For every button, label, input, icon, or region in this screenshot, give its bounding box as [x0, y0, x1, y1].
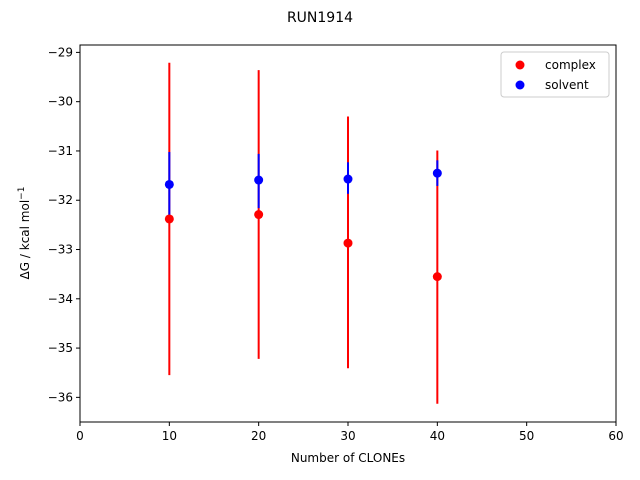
solvent-point	[432, 168, 442, 178]
legend-label-solvent: solvent	[545, 78, 589, 92]
y-tick-label: −36	[48, 390, 73, 404]
complex-point	[164, 214, 174, 224]
y-axis-label-main: ΔG / kcal mol	[18, 200, 32, 280]
y-tick-label: −34	[48, 292, 73, 306]
chart-title: RUN1914	[287, 10, 353, 26]
data-markers	[164, 168, 442, 282]
y-axis-label-group: ΔG / kcal mol−1	[17, 187, 32, 280]
solvent-point	[343, 174, 353, 184]
x-tick-label: 40	[430, 429, 445, 443]
x-tick-label: 20	[251, 429, 266, 443]
x-tick-label: 60	[608, 429, 623, 443]
y-tick-label: −30	[48, 95, 73, 109]
solvent-point	[254, 175, 264, 185]
x-tick-label: 0	[76, 429, 84, 443]
y-tick-label: −31	[48, 144, 73, 158]
y-tick-label: −32	[48, 193, 73, 207]
legend-marker-solvent	[515, 80, 525, 90]
y-tick-label: −33	[48, 243, 73, 257]
y-axis-ticks: −29 −30 −31 −32 −33 −34 −35 −36	[48, 45, 80, 404]
complex-point	[343, 238, 353, 248]
complex-point	[254, 210, 264, 220]
plot-area	[79, 44, 617, 423]
x-axis-label: Number of CLONEs	[291, 451, 405, 465]
y-axis-label-superscript: −1	[17, 187, 27, 200]
x-tick-label: 10	[162, 429, 177, 443]
legend-box	[500, 51, 610, 98]
legend: complex solvent	[500, 51, 610, 98]
legend-label-complex: complex	[545, 58, 596, 72]
x-tick-label: 30	[340, 429, 355, 443]
solvent-point	[164, 179, 174, 189]
x-axis-ticks: 0 10 20 30 40 50 60	[76, 422, 624, 443]
y-tick-label: −29	[48, 45, 73, 59]
legend-marker-complex	[515, 60, 525, 70]
x-tick-label: 50	[519, 429, 534, 443]
y-axis-label: ΔG / kcal mol−1	[17, 187, 32, 280]
y-tick-label: −35	[48, 341, 73, 355]
complex-point	[432, 272, 442, 282]
